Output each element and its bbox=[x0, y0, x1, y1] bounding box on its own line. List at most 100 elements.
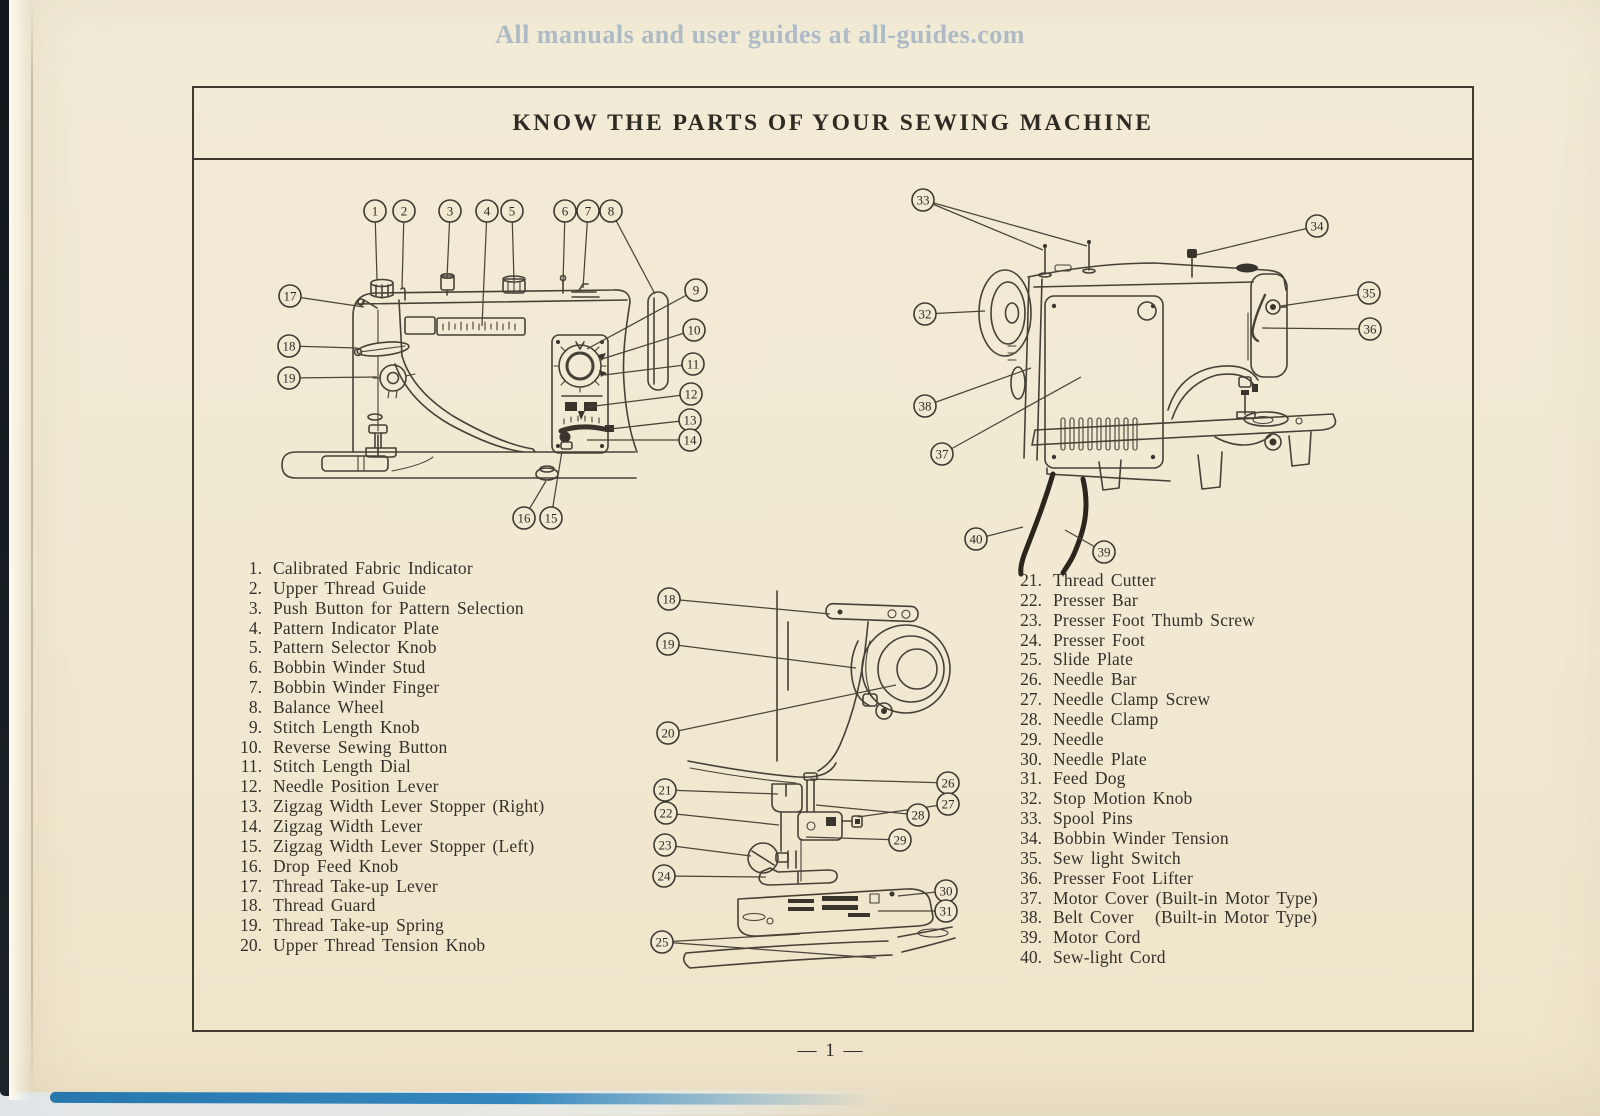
callout-37: 37 bbox=[930, 376, 1082, 466]
callout-36: 36 bbox=[1261, 317, 1382, 341]
part-number: 6. bbox=[248, 657, 262, 678]
part-number: 10. bbox=[240, 736, 262, 757]
callout-35: 35 bbox=[1280, 281, 1381, 307]
callout-30: 30 bbox=[897, 879, 958, 903]
part-item-21: 21. Thread Cutter bbox=[1012, 570, 1318, 591]
svg-text:22: 22 bbox=[660, 806, 673, 821]
part-label: Needle Position Lever bbox=[273, 776, 439, 797]
callout-22: 22 bbox=[654, 801, 780, 826]
part-number: 25. bbox=[1020, 649, 1042, 670]
watermark-text: All manuals and user guides at all-guide… bbox=[495, 20, 1025, 49]
part-number: 13. bbox=[240, 796, 262, 817]
part-item-29: 29. Needle bbox=[1012, 728, 1318, 750]
part-label: Thread Cutter bbox=[1053, 570, 1156, 590]
svg-text:37: 37 bbox=[936, 447, 950, 462]
part-number: 15. bbox=[240, 835, 262, 856]
callout-4: 4 bbox=[475, 199, 499, 327]
callout-39: 39 bbox=[1064, 529, 1116, 564]
callout-18: 18 bbox=[277, 334, 358, 358]
part-item-27: 27.Needle Clamp Screw bbox=[1012, 689, 1318, 710]
part-label: Needle Clamp bbox=[1053, 708, 1159, 729]
part-number: 35. bbox=[1020, 847, 1042, 868]
part-item-17: 17.Thread Take-up Lever bbox=[232, 876, 544, 897]
part-item-15: 15.Zigzag Width Lever Stopper (Left) bbox=[232, 835, 544, 857]
part-number: 20. bbox=[240, 935, 262, 956]
part-number: 14. bbox=[240, 815, 262, 836]
part-label: Bobbin Winder Stud bbox=[273, 657, 426, 678]
callout-26: 26 bbox=[809, 771, 960, 795]
part-label: Upper Thread Tension Knob bbox=[273, 935, 486, 956]
parts-diagram-panel: KNOW THE PARTS OF YOUR SEWING MACHINE bbox=[192, 86, 1474, 1032]
part-number: 29. bbox=[1020, 728, 1042, 749]
part-number: 23. bbox=[1020, 609, 1042, 630]
svg-text:23: 23 bbox=[659, 838, 672, 853]
svg-text:16: 16 bbox=[518, 511, 532, 526]
book-cover-edge-blue bbox=[49, 1091, 896, 1106]
part-number: 21. bbox=[1020, 570, 1042, 590]
part-label: Belt Cover (Built-in Motor Type) bbox=[1053, 907, 1318, 928]
svg-text:19: 19 bbox=[283, 371, 296, 386]
part-label: Needle bbox=[1053, 728, 1104, 749]
callout-28: 28 bbox=[815, 803, 930, 827]
callout-13: 13 bbox=[609, 408, 702, 432]
callout-8: 8 bbox=[599, 199, 656, 295]
part-item-38: 38. Belt Cover (Built-in Motor Type) bbox=[1012, 907, 1318, 928]
svg-text:33: 33 bbox=[917, 193, 930, 208]
part-item-36: 36.Presser Foot Lifter bbox=[1012, 868, 1318, 889]
part-label: Needle Bar bbox=[1053, 669, 1137, 690]
part-item-40: 40. Sew-light Cord bbox=[1012, 947, 1318, 968]
callout-21: 21 bbox=[653, 778, 779, 802]
part-item-2: 2.Upper Thread Guide bbox=[232, 578, 544, 599]
part-label: Pattern Selector Knob bbox=[273, 637, 437, 658]
part-number: 33. bbox=[1020, 808, 1042, 829]
page-crease bbox=[31, 0, 33, 1096]
part-item-19: 19. Thread Take-up Spring bbox=[232, 915, 544, 936]
part-number: 8. bbox=[248, 696, 262, 717]
svg-text:19: 19 bbox=[662, 637, 675, 652]
book-spine-edge bbox=[0, 0, 9, 1096]
part-number: 39. bbox=[1020, 927, 1042, 948]
part-label: Feed Dog bbox=[1053, 768, 1126, 789]
svg-text:36: 36 bbox=[1364, 322, 1378, 337]
svg-text:2: 2 bbox=[401, 204, 408, 219]
callout-29: 29 bbox=[805, 828, 912, 852]
svg-text:15: 15 bbox=[545, 511, 558, 526]
callout-11: 11 bbox=[603, 352, 705, 376]
part-label: Sew-light Cord bbox=[1053, 947, 1166, 968]
part-number: 19. bbox=[240, 915, 262, 936]
page-number: — 1 — bbox=[797, 1040, 865, 1061]
part-item-7: 7.Bobbin Winder Finger bbox=[232, 677, 544, 698]
part-number: 5. bbox=[248, 637, 262, 658]
part-number: 27. bbox=[1020, 689, 1042, 710]
svg-text:18: 18 bbox=[283, 339, 296, 354]
part-item-30: 30.Needle Plate bbox=[1012, 748, 1318, 770]
part-label: Zigzag Width Lever bbox=[273, 815, 423, 836]
part-number: 28. bbox=[1020, 708, 1042, 729]
part-item-39: 39.Motor Cord bbox=[1012, 927, 1318, 948]
part-number: 30. bbox=[1020, 748, 1042, 769]
part-label: Pattern Indicator Plate bbox=[273, 617, 440, 638]
svg-text:34: 34 bbox=[1311, 219, 1325, 234]
callout-12: 12 bbox=[586, 382, 703, 408]
callout-34: 34 bbox=[1195, 214, 1329, 256]
part-number: 40. bbox=[1020, 947, 1042, 968]
callout-5: 5 bbox=[500, 199, 524, 282]
part-item-32: 32.Stop Motion Knob bbox=[1012, 788, 1318, 809]
part-label: Sew light Switch bbox=[1053, 847, 1181, 868]
callout-19: 19 bbox=[277, 366, 378, 390]
callout-2: 2 bbox=[392, 199, 416, 290]
part-item-23: 23.Presser Foot Thumb Screw bbox=[1012, 609, 1318, 631]
part-number: 38. bbox=[1020, 907, 1042, 928]
part-item-35: 35. Sew light Switch bbox=[1012, 847, 1318, 869]
svg-text:39: 39 bbox=[1098, 545, 1111, 560]
part-number: 9. bbox=[248, 716, 262, 737]
callout-32: 32 bbox=[913, 302, 986, 326]
part-label: Balance Wheel bbox=[273, 696, 385, 717]
part-number: 18. bbox=[240, 895, 262, 916]
part-label: Thread Take-up Spring bbox=[273, 915, 444, 936]
part-label: Zigzag Width Lever Stopper (Right) bbox=[273, 796, 545, 817]
